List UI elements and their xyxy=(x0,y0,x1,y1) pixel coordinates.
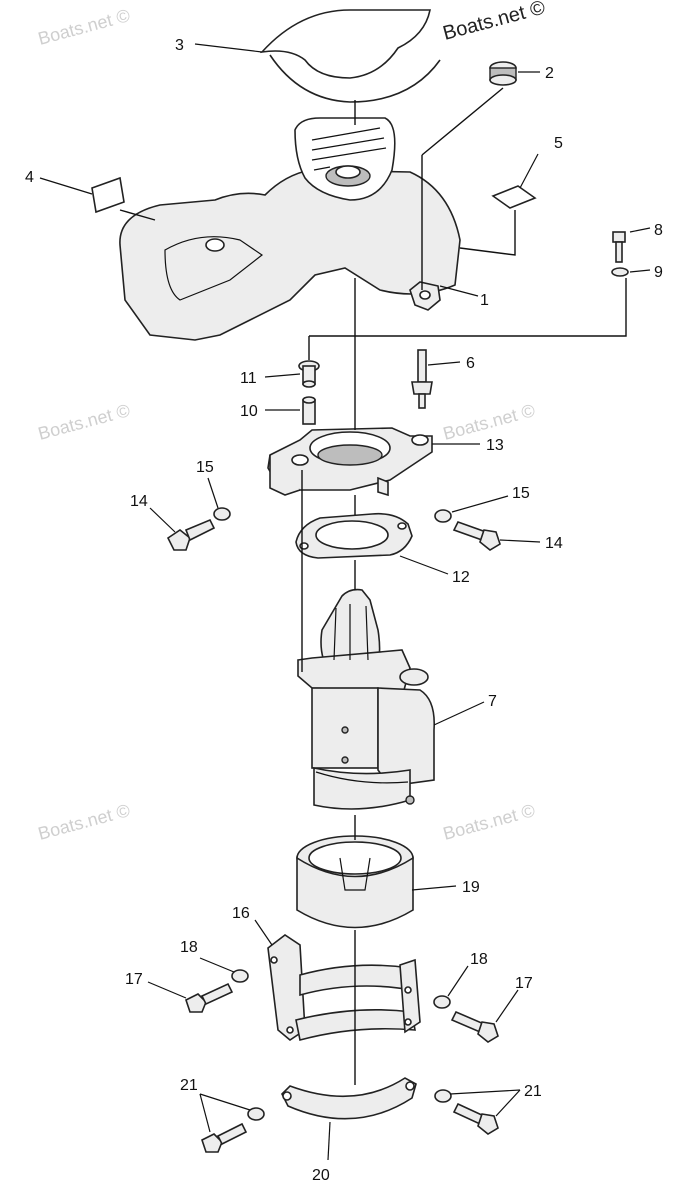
part-4-decal xyxy=(91,176,125,214)
part-16-clamp-bracket xyxy=(267,934,421,1041)
part-21-washer xyxy=(247,1107,265,1121)
part-10-sleeve xyxy=(302,396,316,425)
part-12-gasket xyxy=(295,512,413,559)
callout-17: 17 xyxy=(125,971,143,988)
part-7-starter-motor xyxy=(297,588,436,810)
callout-14: 14 xyxy=(545,535,563,552)
watermark: Boats.net © xyxy=(36,800,132,844)
part-9-washer xyxy=(611,267,629,277)
callout-6: 6 xyxy=(466,355,475,372)
part-18-washer xyxy=(231,969,249,983)
part-21-bolt xyxy=(452,1102,499,1135)
part-1-cover xyxy=(119,117,461,341)
part-21-washer xyxy=(434,1089,452,1103)
watermark: Boats.net © xyxy=(36,5,132,49)
callout-20: 20 xyxy=(312,1167,330,1184)
callout-13: 13 xyxy=(486,437,504,454)
part-14-bolt xyxy=(166,518,216,551)
callout-5: 5 xyxy=(554,135,563,152)
part-13-bracket xyxy=(267,427,433,497)
callout-19: 19 xyxy=(462,879,480,896)
callout-8: 8 xyxy=(654,222,663,239)
callout-1: 1 xyxy=(480,292,489,309)
callout-labels: 3 2 4 5 1 8 9 6 11 10 13 15 14 15 14 12 … xyxy=(25,37,663,1184)
callout-17: 17 xyxy=(515,975,533,992)
part-15-washer xyxy=(213,507,231,521)
callout-3: 3 xyxy=(175,37,184,54)
part-6-stud xyxy=(411,349,433,409)
callout-18: 18 xyxy=(180,939,198,956)
part-11-bushing xyxy=(298,360,320,388)
part-2-grommet xyxy=(489,61,517,86)
callout-21: 21 xyxy=(524,1083,542,1100)
part-18-washer xyxy=(433,995,451,1009)
part-15-washer xyxy=(434,509,452,523)
callout-2: 2 xyxy=(545,65,554,82)
callout-21: 21 xyxy=(180,1077,198,1094)
part-17-bolt xyxy=(185,982,234,1013)
callout-7: 7 xyxy=(488,693,497,710)
part-8-bolt xyxy=(612,231,626,263)
callout-16: 16 xyxy=(232,905,250,922)
part-21-bolt xyxy=(201,1122,248,1153)
callout-18: 18 xyxy=(470,951,488,968)
assembly-lines xyxy=(119,87,627,1085)
part-20-strap xyxy=(281,1077,417,1120)
watermark: Boats.net © xyxy=(36,400,132,444)
callout-4: 4 xyxy=(25,169,34,186)
part-17-bolt xyxy=(450,1010,499,1043)
callout-10: 10 xyxy=(240,403,258,420)
callout-9: 9 xyxy=(654,264,663,281)
part-3-shield xyxy=(259,9,441,103)
callout-15: 15 xyxy=(512,485,530,502)
callout-12: 12 xyxy=(452,569,470,586)
leader-lines xyxy=(39,43,651,1161)
part-19-foam-ring xyxy=(296,835,414,929)
watermark-top-right: Boats.net © xyxy=(441,0,548,45)
callout-14: 14 xyxy=(130,493,148,510)
part-5-decal xyxy=(491,185,537,209)
watermark: Boats.net © xyxy=(441,800,537,844)
part-14-bolt xyxy=(452,521,501,551)
callout-11: 11 xyxy=(240,370,257,387)
callout-15: 15 xyxy=(196,459,214,476)
